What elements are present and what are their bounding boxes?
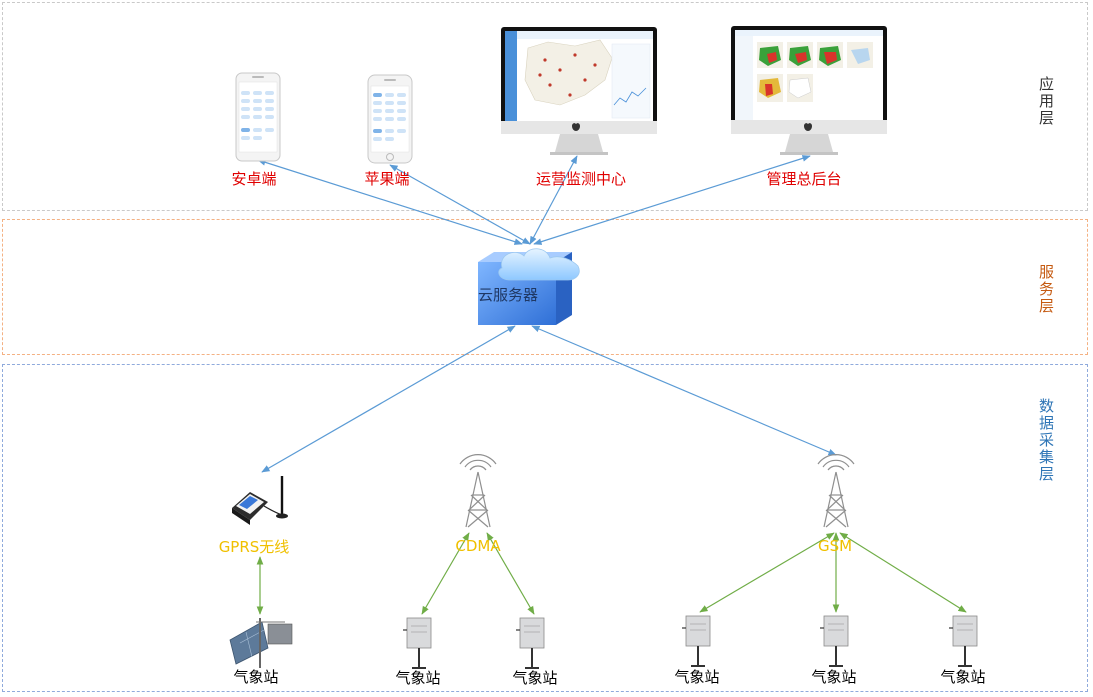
application-layer-label: 应用层 [1037, 76, 1055, 127]
ops-center-label: 运营监测中心 [535, 170, 627, 188]
arrow-ios-server [389, 164, 531, 245]
android-phone-icon [235, 72, 281, 162]
gsm-label: GSM [817, 537, 853, 555]
weather-station-label: 气象站 [674, 668, 720, 686]
arrow-admin-server [533, 155, 811, 245]
arrow-gsm-station4 [699, 532, 835, 613]
ios-client-label: 苹果端 [364, 170, 410, 188]
weather-station-cabinet-icon [682, 615, 711, 667]
weather-station-label: 气象站 [395, 669, 441, 687]
weather-station-label: 气象站 [512, 669, 558, 687]
android-client-label: 安卓端 [231, 170, 277, 188]
cdma-label: CDMA [455, 537, 501, 555]
gsm-tower-icon [817, 454, 855, 528]
cloud-server-label: 云服务器 [478, 286, 539, 304]
arrow-cdma-station3 [486, 532, 535, 615]
gprs-label: GPRS无线 [218, 538, 290, 556]
gprs-modem-icon [232, 476, 288, 525]
service-layer-label: 服务层 [1037, 264, 1055, 315]
weather-station-label: 气象站 [940, 668, 986, 686]
data-collection-layer-label: 数据采集层 [1037, 398, 1055, 483]
arrow-server-gprs [261, 325, 516, 473]
weather-station-cabinet-icon [949, 615, 978, 667]
ops-center-monitor-icon [501, 27, 657, 155]
weather-station-cabinet-icon [516, 617, 545, 669]
weather-station-cabinet-icon [820, 615, 849, 667]
arrow-server-gsm [531, 325, 837, 456]
admin-monitor-icon [731, 26, 887, 155]
iphone-icon [367, 74, 413, 164]
weather-station-cabinet-icon [403, 617, 432, 669]
arrow-cdma-station2 [421, 532, 470, 615]
arrow-gsm-station6 [839, 532, 967, 613]
solar-weather-station-icon [229, 618, 293, 668]
cdma-tower-icon [459, 454, 497, 528]
admin-console-label: 管理总后台 [766, 170, 842, 188]
cloud-server-icon [478, 248, 580, 325]
weather-station-label: 气象站 [233, 668, 279, 686]
weather-station-label: 气象站 [811, 668, 857, 686]
